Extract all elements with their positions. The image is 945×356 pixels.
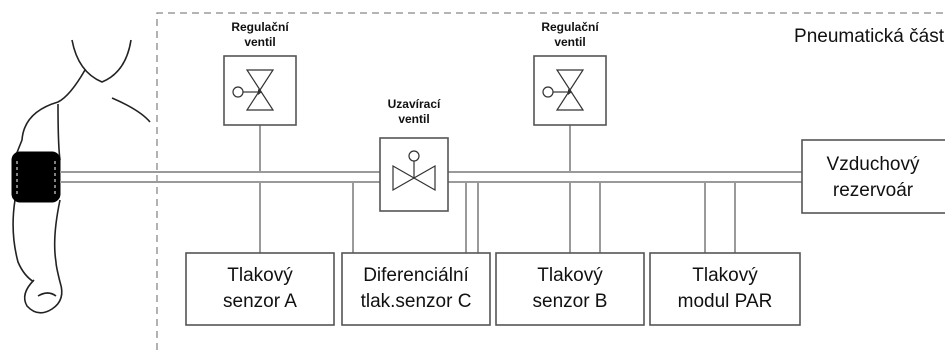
valve-arrow-icon (258, 89, 262, 95)
regulation-valve-2-label-line2: ventil (554, 35, 585, 49)
sensor-c-label-line1: Diferenciální (363, 265, 469, 286)
par-module-label-line1: Tlakový (692, 265, 758, 286)
sensor-a-label-line1: Tlakový (227, 265, 293, 286)
valve-triangle-left (392, 164, 416, 192)
valve-triangle-top (245, 69, 275, 92)
forearm-outline (12, 199, 61, 283)
sensor-a-box (185, 252, 335, 326)
neck-chin-outline (71, 39, 132, 83)
shutoff-valve: Uzavírací ventil (379, 97, 449, 212)
par-module: Tlakový modul PAR (649, 252, 801, 326)
sensor-b-label-line1: Tlakový (537, 265, 603, 286)
valve-actuator-circle (408, 150, 420, 162)
valve-actuator-circle (542, 86, 554, 98)
valve-triangle-top (555, 69, 585, 92)
par-module-box (649, 252, 801, 326)
shutoff-valve-label-line2: ventil (398, 112, 429, 126)
air-reservoir-label-line1: Vzduchový (827, 154, 920, 175)
sensor-c-label-line2: tlak.senzor C (361, 291, 472, 312)
pneumatic-section-boundary (156, 12, 945, 350)
regulation-valve-2: Regulační ventil (533, 20, 607, 126)
valve-actuator-circle (232, 86, 244, 98)
air-reservoir: Vzduchový rezervoár (801, 139, 945, 214)
valve-triangle-bottom (555, 88, 585, 111)
valve-triangle-bottom (245, 88, 275, 111)
regulation-valve-1: Regulační ventil (223, 20, 297, 126)
sensor-c-box (341, 252, 491, 326)
sensor-b: Tlakový senzor B (495, 252, 645, 326)
collar-outline (111, 97, 151, 123)
air-reservoir-box (801, 139, 945, 214)
shoulder-outline (13, 69, 86, 161)
section-label: Pneumatická část (794, 26, 945, 47)
sensor-b-label-line2: senzor B (533, 291, 608, 312)
hand-outline (23, 261, 63, 314)
sensor-b-box (495, 252, 645, 326)
blood-pressure-cuff (11, 151, 61, 203)
sensor-a: Tlakový senzor A (185, 252, 335, 326)
valve-triangle-right (412, 164, 436, 192)
pipe-connectors (259, 125, 736, 253)
regulation-valve-1-label-line1: Regulační (231, 20, 289, 34)
regulation-valve-1-label-line2: ventil (244, 35, 275, 49)
par-module-label-line2: modul PAR (678, 291, 773, 312)
sensor-a-label-line2: senzor A (223, 291, 297, 312)
arm-illustration (11, 39, 151, 314)
air-reservoir-label-line2: rezervoár (833, 180, 914, 201)
sensor-c: Diferenciální tlak.senzor C (341, 252, 491, 326)
valve-arrow-icon (568, 89, 572, 95)
upper-arm-inner-outline (57, 103, 61, 161)
shutoff-valve-label-line1: Uzavírací (388, 97, 441, 111)
regulation-valve-2-label-line1: Regulační (541, 20, 599, 34)
